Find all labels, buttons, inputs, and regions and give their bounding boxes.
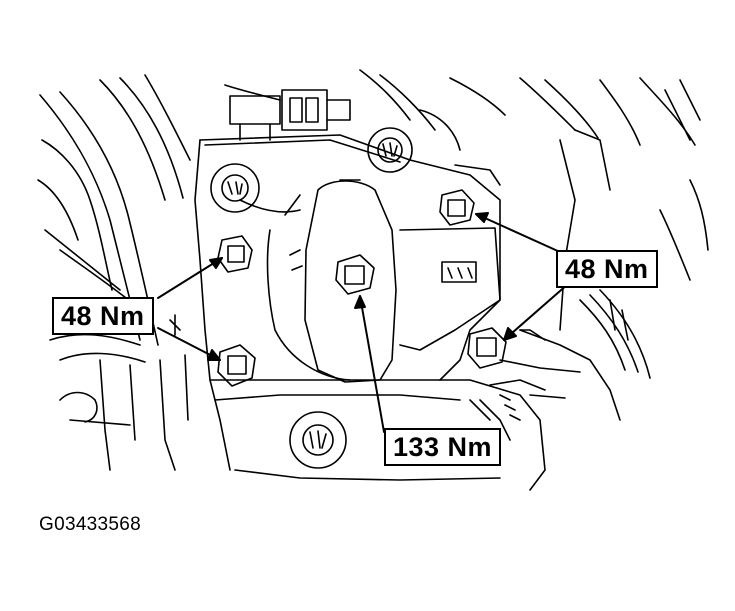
electrical-connector <box>229 89 351 141</box>
arrowhead-center <box>354 295 366 309</box>
nut-right-lower <box>467 327 507 369</box>
nut-center <box>335 254 375 295</box>
leader-right-upper <box>475 213 561 253</box>
bolt-upper-center <box>367 127 413 173</box>
torque-callout-left: 48 Nm <box>52 297 154 335</box>
leader-lines <box>157 212 569 433</box>
figure-id-label: G03433568 <box>39 514 142 535</box>
leader-right-lower <box>503 283 569 341</box>
arrowhead-left-lower <box>207 349 221 361</box>
bolt-upper-left <box>210 163 260 213</box>
mount-bracket <box>194 109 611 471</box>
right-structure <box>469 289 651 421</box>
nut-left-upper <box>217 235 253 273</box>
arrowhead-left-upper <box>209 257 223 269</box>
arrowhead-right-lower <box>503 327 517 341</box>
background-hoses <box>37 69 709 346</box>
lower-left-structure <box>49 314 189 471</box>
leader-left-upper <box>157 257 223 299</box>
arrowhead-right-upper <box>475 212 489 223</box>
torque-callout-center: 133 Nm <box>384 428 502 466</box>
center-mount-block <box>266 179 501 383</box>
leader-center <box>359 295 385 433</box>
torque-callout-right: 48 Nm <box>556 250 658 288</box>
nut-right-upper <box>439 189 475 226</box>
bolt-lower-center <box>289 411 347 469</box>
nut-left-lower <box>217 344 256 387</box>
lower-bracket <box>209 329 621 491</box>
